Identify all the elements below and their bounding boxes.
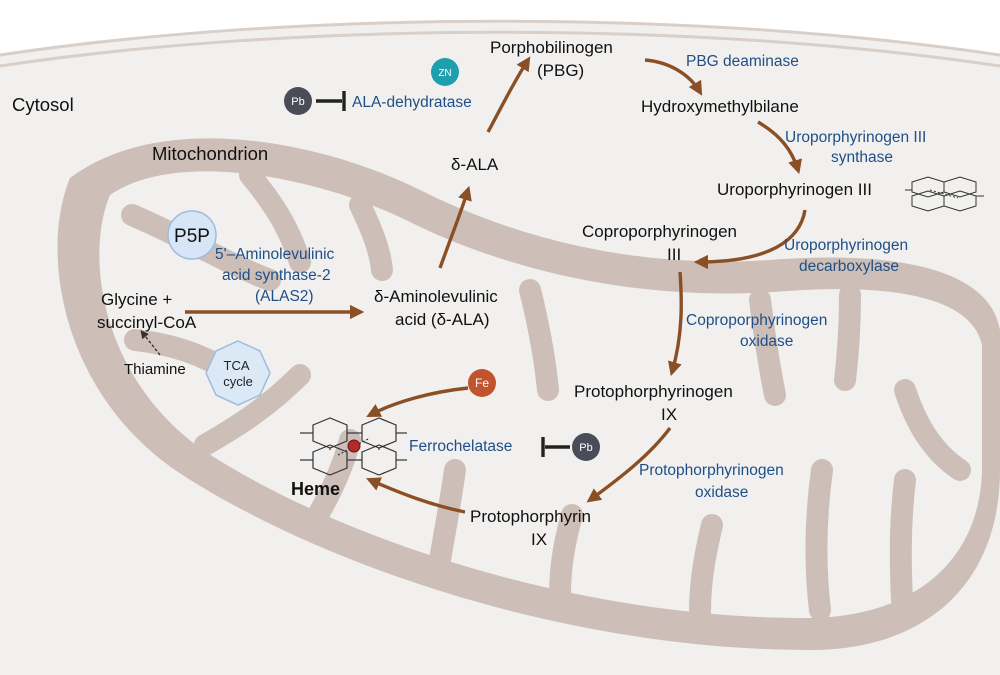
pb-badge-ferrochelatase: Pb	[572, 433, 600, 461]
arrow-protogen-to-proto	[586, 426, 672, 503]
cristae	[121, 164, 971, 623]
crista-10	[805, 459, 833, 621]
heme-label: Heme	[291, 479, 340, 499]
crista-11	[889, 469, 916, 611]
pb-badge-ala-dehydratase: Pb	[284, 87, 312, 115]
protophorphyrinogen-oxidase-enzyme-label: Protophorphyrinogen oxidase	[639, 462, 788, 501]
arrow-copro3-to-protogen	[668, 271, 683, 377]
uroporphyrinogen-decarboxylase-enzyme-label: Uroporphyrinogen decarboxylase	[784, 237, 912, 275]
protophorphyrinogen-ix-label: Protophorphyrinogen IX	[574, 382, 738, 424]
thiamine-label: Thiamine	[124, 361, 186, 378]
crista-14	[749, 289, 786, 406]
pathway-arrows	[185, 56, 807, 514]
svg-text:TCA cycle: TCA cycle	[223, 358, 253, 389]
cytosol-label: Cytosol	[12, 94, 74, 115]
crista-9	[689, 514, 723, 623]
arrow-proto-to-heme	[366, 477, 466, 514]
arrow-pbg-to-hmb	[644, 58, 703, 96]
coproporphyrinogen-oxidase-enzyme-label: Coproporphyrinogen oxidase	[686, 312, 832, 350]
uroporphyrinogen-iii-label: Uroporphyrinogen III	[717, 180, 872, 199]
uroporphyrinogen-structure-icon	[905, 176, 984, 212]
crista-12	[894, 379, 971, 481]
crista-2	[239, 164, 311, 273]
svg-text:Pb: Pb	[579, 442, 592, 454]
crista-13	[834, 284, 861, 391]
mitochondrion	[57, 138, 1000, 650]
cell-membrane-inner	[0, 30, 1000, 68]
tca-cycle-badge: TCA cycle	[205, 340, 271, 406]
protophorphyrin-ix-label: Protophorphyrin IX	[470, 507, 596, 549]
fe-badge: Fe	[468, 369, 496, 397]
alas2-enzyme-label: 5'–Aminolevulinic acid synthase-2 (ALAS2…	[215, 246, 339, 305]
heme-iron-center-icon	[347, 439, 361, 453]
svg-text:ZN: ZN	[438, 68, 451, 79]
heme-structure-icon	[300, 417, 407, 476]
coproporphyrinogen-iii-label: Coproporphyrinogen III	[582, 222, 742, 264]
crista-5	[194, 364, 311, 456]
arrow-hmb-to-uro3	[757, 120, 802, 175]
arrow-ala-to-pbg	[486, 56, 531, 133]
svg-text:P5P: P5P	[174, 226, 210, 247]
pbg-deaminase-enzyme-label: PBG deaminase	[686, 53, 799, 70]
ala-cytosol-label: δ-ALA	[451, 155, 499, 174]
mitochondrion-label: Mitochondrion	[152, 143, 268, 164]
svg-text:Pb: Pb	[291, 96, 304, 108]
hydroxymethylbilane-label: Hydroxymethylbilane	[641, 97, 799, 116]
ala-dehydratase-enzyme-label: ALA-dehydratase	[352, 94, 472, 111]
zn-badge: ZN	[431, 58, 459, 86]
glycine-succinyl-coa-label: Glycine + succinyl-CoA	[97, 290, 197, 332]
uroporphyrinogen-synthase-enzyme-label: Uroporphyrinogen III synthase	[785, 129, 931, 166]
arrow-uro3-to-copro3	[693, 209, 807, 270]
crista-3	[349, 194, 393, 281]
arrow-fe-to-heme	[366, 386, 469, 417]
svg-text:Fe: Fe	[475, 376, 489, 390]
cell-membrane-outer	[0, 19, 1000, 57]
pbg-label: Porphobilinogen (PBG)	[490, 38, 618, 80]
crista-15	[519, 279, 559, 401]
crista-6	[304, 429, 361, 531]
p5p-badge: P5P	[167, 210, 217, 260]
ala-mitochondrial-label: δ-Aminolevulinic acid (δ-ALA)	[374, 287, 503, 329]
inhibition-ferrochelatase	[541, 437, 570, 457]
arrow-ala-to-cytosol-ala	[438, 185, 472, 269]
inhibition-ala-dehydratase	[316, 91, 346, 111]
crista-7	[429, 459, 466, 571]
ferrochelatase-enzyme-label: Ferrochelatase	[409, 438, 512, 455]
crista-8	[549, 504, 583, 606]
